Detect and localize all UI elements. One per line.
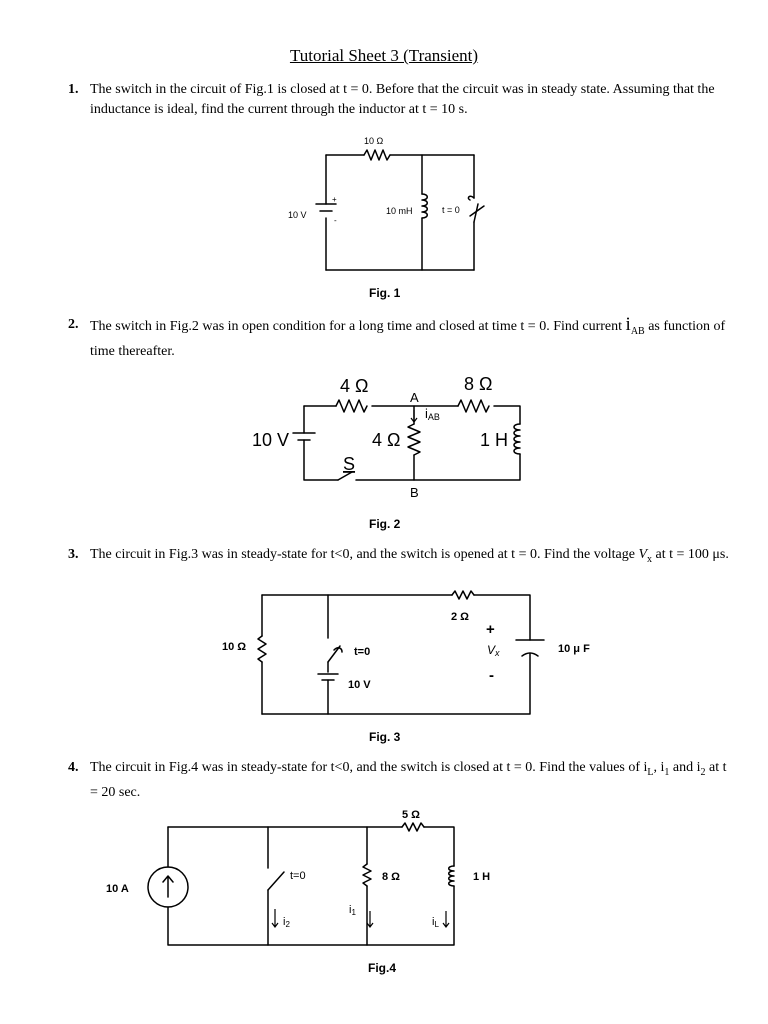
node-b-label: B (410, 485, 419, 500)
resistor-left-label: 10 Ω (222, 641, 246, 653)
resistor-top-label: 5 Ω (402, 809, 420, 821)
figure-1-circuit: 10 Ω 10 V + - 10 mH t = 0 (288, 136, 485, 271)
source-label: 10 A (106, 883, 129, 895)
figure-1-caption: Fig. 1 (369, 286, 401, 300)
resistor-label: 10 Ω (364, 136, 384, 146)
switch-label: t = 0 (442, 205, 460, 215)
question-number: 4. (68, 760, 79, 775)
resistor-top-label: 2 Ω (451, 611, 469, 623)
question-1: 1. The switch in the circuit of Fig.1 is… (68, 80, 730, 120)
source-label: 10 V (252, 430, 289, 450)
inductor-label: 1 H (473, 871, 490, 883)
resistor-middle-label: 8 Ω (382, 871, 400, 883)
inductor-label: 10 mH (386, 206, 413, 216)
question-number: 2. (68, 317, 79, 332)
current-arrows (271, 909, 450, 928)
figure-2-caption: Fig. 2 (369, 517, 401, 531)
resistor-middle-label: 4 Ω (372, 430, 400, 450)
question-text: The switch in Fig.2 was in open conditio… (90, 314, 726, 359)
switch-label: S (343, 454, 355, 474)
page-title: Tutorial Sheet 3 (Transient) (289, 46, 479, 65)
figure-2-circuit: 4 Ω 8 Ω 4 Ω 10 V 1 H S A B iAB (252, 374, 521, 500)
question-number: 1. (68, 82, 79, 97)
resistor-10-ohm (363, 149, 391, 161)
resistor-left-label: 4 Ω (340, 376, 368, 396)
current-arrow (410, 410, 418, 423)
question-text: The switch in the circuit of Fig.1 is cl… (90, 82, 715, 117)
question-3: 3. The circuit in Fig.3 was in steady-st… (68, 545, 730, 570)
vx-label: Vx (487, 643, 500, 658)
capacitor-label: 10 μ F (558, 643, 590, 655)
switch-label: t=0 (290, 870, 306, 882)
node-a-label: A (410, 390, 419, 405)
source-label: 10 V (288, 210, 307, 220)
current-label: iAB (425, 406, 440, 422)
vx-plus: + (486, 621, 495, 638)
question-2: 2. The switch in Fig.2 was in open condi… (68, 315, 730, 362)
vx-minus: - (489, 667, 494, 684)
resistor-right-label: 8 Ω (464, 374, 492, 394)
question-text: The circuit in Fig.4 was in steady-state… (90, 760, 727, 800)
source-label: 10 V (348, 679, 371, 691)
i2-label: i2 (283, 916, 290, 929)
question-number: 3. (68, 547, 79, 562)
figure-4-circuit: 10 A t=0 8 Ω 5 Ω 1 H i2 i1 iL (106, 809, 490, 946)
i1-label: i1 (349, 904, 356, 917)
figure-3-circuit: 2 Ω 10 Ω t=0 10 V + - Vx 10 μ F (222, 590, 590, 715)
switch-label: t=0 (354, 646, 370, 658)
inductor-label: 1 H (480, 430, 508, 450)
figure-4-caption: Fig.4 (368, 961, 397, 975)
plus-sign: + (332, 195, 337, 204)
il-label: iL (432, 916, 439, 929)
question-text: The circuit in Fig.3 was in steady-state… (90, 547, 729, 565)
figure-3-caption: Fig. 3 (369, 730, 401, 744)
minus-sign: - (334, 216, 337, 225)
question-4: 4. The circuit in Fig.4 was in steady-st… (68, 758, 730, 803)
